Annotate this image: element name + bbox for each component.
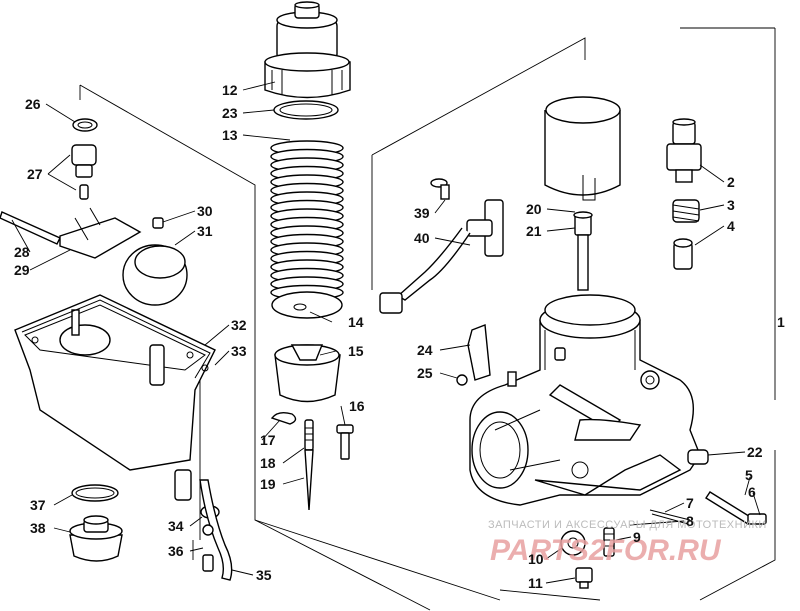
callout-30: 30 — [197, 203, 213, 219]
float-valve-cap[interactable] — [72, 118, 98, 132]
main-jet[interactable] — [603, 527, 615, 557]
float-valve-body[interactable] — [71, 144, 97, 200]
callout-33: 33 — [231, 343, 247, 359]
drain-plug[interactable] — [575, 567, 593, 589]
throttle-stop-bracket[interactable] — [467, 324, 491, 381]
cap-gasket[interactable] — [273, 100, 339, 120]
callout-9: 9 — [633, 529, 641, 545]
callout-21: 21 — [526, 223, 542, 239]
callout-32: 32 — [231, 317, 247, 333]
callout-26: 26 — [25, 96, 41, 112]
float-pin-plug[interactable] — [152, 217, 164, 229]
callout-14: 14 — [348, 314, 364, 330]
sensor-screw[interactable] — [430, 178, 450, 200]
callout-12: 12 — [222, 82, 238, 98]
drain-hose[interactable] — [199, 479, 233, 581]
callout-15: 15 — [348, 343, 364, 359]
watermark-brand: PARTS2FOR.RU — [490, 534, 722, 567]
callout-7: 7 — [686, 495, 694, 511]
float-pin[interactable] — [0, 211, 61, 245]
jet-needle[interactable] — [304, 419, 314, 511]
callout-22: 22 — [747, 444, 763, 460]
drain-oring[interactable] — [71, 484, 119, 502]
callout-23: 23 — [222, 105, 238, 121]
callout-18: 18 — [260, 455, 276, 471]
carb-cap[interactable] — [264, 1, 351, 99]
callout-39: 39 — [414, 205, 430, 221]
bowl-drain-cap[interactable] — [69, 515, 123, 562]
callout-37: 37 — [30, 497, 46, 513]
callout-34: 34 — [168, 518, 184, 534]
callout-28: 28 — [14, 244, 30, 260]
callout-27: 27 — [27, 166, 43, 182]
callout-1: 1 — [777, 314, 785, 330]
throttle-slide[interactable] — [544, 96, 621, 201]
carburetor-body[interactable] — [469, 294, 701, 506]
spring-seat-washer[interactable] — [271, 291, 343, 319]
float-valve-needle[interactable] — [673, 238, 693, 270]
float[interactable] — [122, 244, 188, 306]
holder-screw[interactable] — [336, 424, 354, 460]
callout-4: 4 — [727, 218, 735, 234]
throttle-position-sensor[interactable] — [379, 199, 504, 314]
float-bowl[interactable] — [14, 294, 216, 501]
needle-clip[interactable] — [270, 411, 297, 425]
callout-10: 10 — [528, 551, 544, 567]
throttle-spring[interactable] — [270, 140, 344, 301]
needle-jet[interactable] — [573, 211, 593, 291]
callout-leaders — [11, 81, 761, 584]
watermark: ЗАПЧАСТИ И АКСЕССУАРЫ ДЛЯ МОТОТЕХНИКИ PA… — [488, 519, 767, 567]
pilot-screw-spring[interactable] — [649, 509, 691, 525]
callout-13: 13 — [222, 127, 238, 143]
assembly-guide-lines — [79, 27, 776, 611]
callout-3: 3 — [727, 197, 735, 213]
callout-20: 20 — [526, 201, 542, 217]
callout-6: 6 — [748, 484, 756, 500]
needle-holder[interactable] — [274, 344, 341, 403]
jet-washer[interactable] — [560, 530, 586, 556]
callout-labels: 1 2 3 4 5 6 7 8 9 10 11 12 13 14 15 16 1… — [14, 82, 785, 591]
callout-25: 25 — [417, 365, 433, 381]
callout-2: 2 — [727, 174, 735, 190]
bracket-screw[interactable] — [456, 374, 468, 386]
needle-valve-seat[interactable] — [666, 118, 702, 183]
callout-16: 16 — [349, 398, 365, 414]
callout-8: 8 — [686, 513, 694, 529]
callout-24: 24 — [417, 342, 433, 358]
float-arm[interactable] — [59, 207, 142, 259]
bracket-screw-set[interactable] — [202, 524, 214, 572]
callout-36: 36 — [168, 543, 184, 559]
overflow-pipe[interactable] — [687, 449, 709, 465]
watermark-tagline: ЗАПЧАСТИ И АКСЕССУАРЫ ДЛЯ МОТОТЕХНИКИ — [488, 519, 767, 531]
callout-17: 17 — [260, 432, 276, 448]
callout-35: 35 — [256, 567, 272, 583]
callout-31: 31 — [197, 223, 213, 239]
callout-40: 40 — [414, 230, 430, 246]
callout-19: 19 — [260, 476, 276, 492]
callout-5: 5 — [745, 467, 753, 483]
bowl-gasket[interactable] — [21, 299, 211, 379]
float-valve-spring[interactable] — [672, 199, 700, 223]
pilot-air-screw[interactable] — [705, 491, 767, 525]
callout-11: 11 — [528, 575, 543, 591]
callout-38: 38 — [30, 520, 46, 536]
callout-29: 29 — [14, 262, 30, 278]
